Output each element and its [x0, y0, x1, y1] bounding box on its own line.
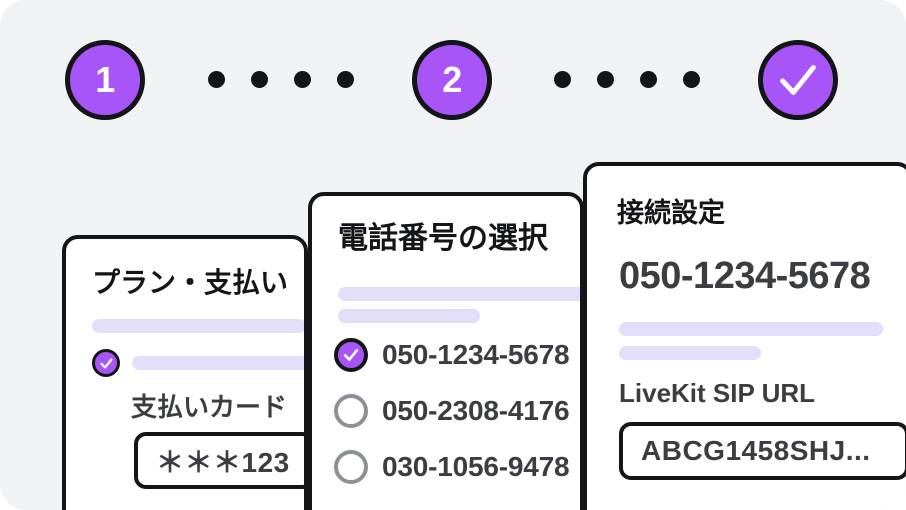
connector-dot: [683, 71, 700, 88]
connector-dot: [294, 71, 311, 88]
phone-option-label: 030-1056-9478: [382, 451, 570, 482]
stepper-step-2[interactable]: 2: [412, 40, 492, 120]
connector-dot: [208, 71, 225, 88]
card-connection-title: 接続設定: [617, 198, 725, 228]
stepper-connector-2: [554, 71, 700, 88]
check-icon: [780, 65, 816, 95]
livekit-sip-url-input[interactable]: ABCG1458SHJ...: [619, 422, 906, 480]
phone-option-label: 050-2308-4176: [382, 395, 570, 426]
payment-card-input[interactable]: ＊＊＊123: [134, 432, 304, 489]
check-icon: [99, 357, 113, 369]
card-connection-settings[interactable]: 接続設定 050-1234-5678 LiveKit SIP URL ABCG1…: [583, 162, 906, 510]
stepper-step-1[interactable]: 1: [65, 40, 145, 120]
placeholder-bar: [132, 356, 304, 370]
assigned-phone-number: 050-1234-5678: [619, 255, 871, 297]
stepper-step-complete[interactable]: [758, 40, 838, 120]
connector-dot: [597, 71, 614, 88]
radio-selected-icon[interactable]: [334, 338, 368, 372]
phone-option-row[interactable]: 050-1234-5678: [334, 338, 570, 372]
card-phone-title: 電話番号の選択: [338, 222, 548, 255]
phone-option-row[interactable]: 030-1056-9478: [334, 450, 570, 484]
stepper-step-2-label: 2: [442, 59, 462, 100]
placeholder-bar: [92, 319, 304, 333]
radio-unselected-icon[interactable]: [334, 394, 368, 428]
placeholder-bar: [619, 322, 883, 336]
placeholder-bar: [338, 287, 580, 301]
connector-dot: [554, 71, 571, 88]
phone-option-label: 050-1234-5678: [382, 339, 570, 370]
card-plan-payment[interactable]: プラン・支払い 支払いカード ＊＊＊123: [62, 235, 308, 510]
card-plan-title: プラン・支払い: [92, 267, 289, 298]
placeholder-bar: [619, 346, 761, 360]
radio-unselected-icon[interactable]: [334, 450, 368, 484]
stepper-connector-1: [208, 71, 354, 88]
check-icon: [343, 349, 359, 361]
connector-dot: [640, 71, 657, 88]
placeholder-bar: [338, 309, 480, 323]
phone-option-row[interactable]: 050-2308-4176: [334, 394, 570, 428]
payment-card-label: 支払いカード: [131, 392, 288, 422]
check-circle-icon: [92, 349, 120, 377]
connector-dot: [337, 71, 354, 88]
livekit-sip-url-label: LiveKit SIP URL: [619, 378, 816, 408]
card-phone-selection[interactable]: 電話番号の選択 050-1234-5678 050-2308-4176 030-…: [308, 192, 584, 510]
stepper: 1 2: [0, 38, 906, 130]
stepper-step-1-label: 1: [95, 59, 115, 100]
connector-dot: [251, 71, 268, 88]
